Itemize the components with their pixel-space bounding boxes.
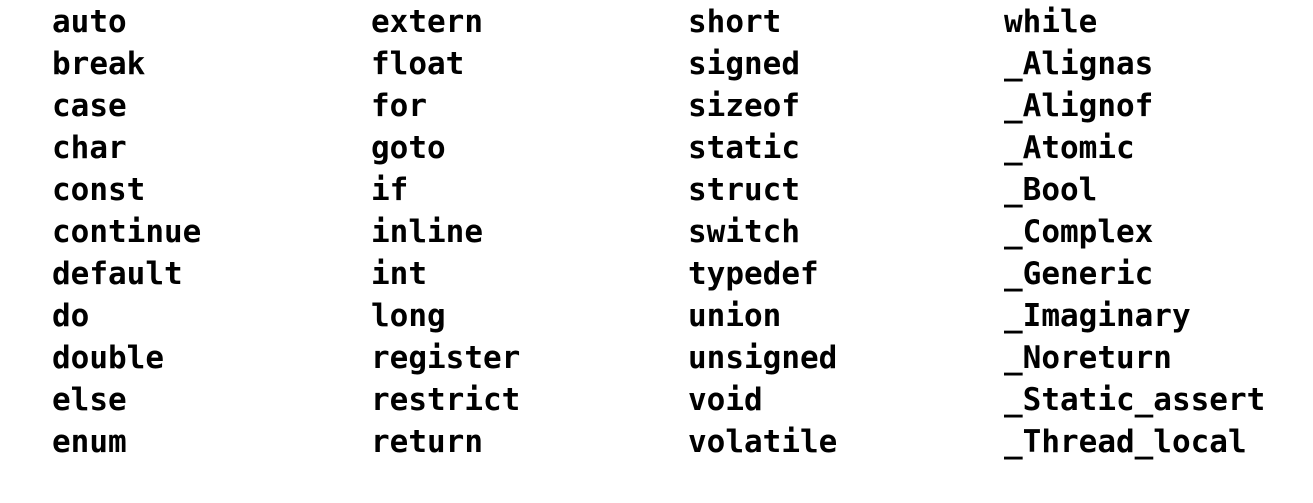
keyword-column-3: short signed sizeof static struct switch…: [688, 1, 1004, 463]
keyword: return: [371, 424, 483, 460]
keyword: _Complex: [1004, 214, 1154, 250]
keyword: do: [52, 298, 90, 334]
keyword: while: [1004, 4, 1098, 40]
keyword: goto: [371, 130, 446, 166]
keyword: struct: [688, 172, 800, 208]
keyword: case: [52, 88, 127, 124]
keyword: void: [688, 382, 763, 418]
keyword: static: [688, 130, 800, 166]
keyword: long: [371, 298, 446, 334]
keyword: auto: [52, 4, 127, 40]
keyword: enum: [52, 424, 127, 460]
keyword: _Thread_local: [1004, 424, 1247, 460]
keyword: _Alignof: [1004, 88, 1154, 124]
keyword: inline: [371, 214, 483, 250]
keyword: _Bool: [1004, 172, 1098, 208]
keyword: restrict: [371, 382, 521, 418]
keyword: _Static_assert: [1004, 382, 1266, 418]
keyword-column-1: auto break case char const continue defa…: [52, 1, 371, 463]
keyword: switch: [688, 214, 800, 250]
keyword: unsigned: [688, 340, 838, 376]
keyword: break: [52, 46, 146, 82]
keyword: register: [371, 340, 521, 376]
keyword: _Atomic: [1004, 130, 1135, 166]
keyword: for: [371, 88, 427, 124]
keyword: sizeof: [688, 88, 800, 124]
keyword: typedef: [688, 256, 819, 292]
keyword: if: [371, 172, 409, 208]
keyword: _Noreturn: [1004, 340, 1172, 376]
keyword: _Imaginary: [1004, 298, 1191, 334]
keyword: const: [52, 172, 146, 208]
keyword: default: [52, 256, 183, 292]
keyword-table: auto break case char const continue defa…: [52, 1, 1304, 463]
keyword: short: [688, 4, 782, 40]
keyword: char: [52, 130, 127, 166]
keyword: double: [52, 340, 164, 376]
keyword: _Generic: [1004, 256, 1154, 292]
keyword: signed: [688, 46, 800, 82]
keyword: float: [371, 46, 465, 82]
keyword-column-2: extern float for goto if inline int long…: [371, 1, 688, 463]
keyword: else: [52, 382, 127, 418]
keyword: int: [371, 256, 427, 292]
keyword: union: [688, 298, 782, 334]
keyword: extern: [371, 4, 483, 40]
keyword-column-4: while _Alignas _Alignof _Atomic _Bool _C…: [1004, 1, 1304, 463]
keyword: volatile: [688, 424, 838, 460]
keyword: continue: [52, 214, 202, 250]
keyword: _Alignas: [1004, 46, 1154, 82]
